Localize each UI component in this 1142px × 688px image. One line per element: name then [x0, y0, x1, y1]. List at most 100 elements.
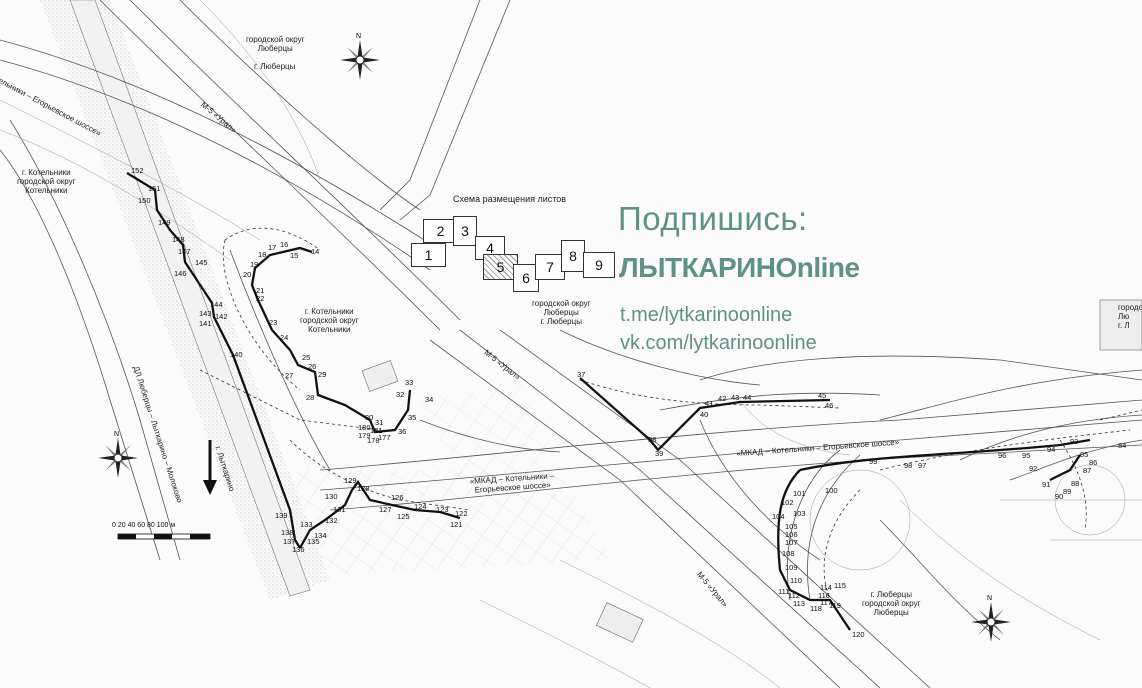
- point-label: 24: [280, 333, 289, 342]
- point-label: 123: [436, 505, 449, 514]
- point-label: 46: [825, 401, 834, 410]
- point-label: 122: [455, 509, 468, 518]
- buildings: [361, 299, 1142, 643]
- sheet-cell: 9: [583, 252, 615, 278]
- point-label: 22: [256, 294, 265, 303]
- point-label: 17: [268, 243, 277, 252]
- point-label: 34: [425, 395, 434, 404]
- point-label: 126: [391, 493, 404, 502]
- point-label: 44: [743, 393, 752, 402]
- point-label: 117: [820, 598, 832, 607]
- sheet-scheme-title: Схема размещения листов: [453, 194, 567, 204]
- point-label: 35: [408, 413, 417, 422]
- point-label: 136: [292, 545, 305, 554]
- compass-rose-icon: N: [340, 33, 380, 80]
- sheet-cell: 7: [535, 254, 565, 280]
- point-label: 151: [148, 184, 161, 193]
- point-label: 127: [379, 505, 392, 514]
- point-label: 134: [314, 531, 327, 540]
- point-label: 92: [1029, 464, 1038, 473]
- point-label: 95: [1022, 451, 1031, 460]
- point-label: 105: [785, 522, 798, 531]
- point-label: 143: [199, 309, 212, 318]
- point-label: 119: [829, 601, 841, 610]
- point-label: 106: [785, 530, 798, 539]
- point-label: 107: [785, 538, 798, 547]
- sheet-cell: 3: [453, 216, 477, 246]
- point-label: 111: [778, 587, 790, 596]
- point-label: 180: [358, 423, 371, 432]
- point-label: 138: [281, 528, 294, 537]
- point-label: 148: [172, 235, 185, 244]
- point-label: 100: [825, 486, 838, 495]
- point-label: 38: [648, 435, 657, 444]
- svg-text:N: N: [356, 33, 361, 40]
- point-label: 128: [357, 484, 370, 493]
- point-label: 43: [731, 393, 740, 402]
- point-label: 87: [1083, 466, 1092, 475]
- point-label: 18: [258, 250, 267, 259]
- point-label: 118: [810, 604, 822, 613]
- compass-rose-icon: N: [98, 431, 138, 478]
- point-label: 32: [396, 390, 405, 399]
- area-label-top-city: г. Люберцы: [254, 62, 296, 71]
- point-label: 97: [918, 461, 927, 470]
- point-label: 152: [131, 166, 144, 175]
- point-label: 99: [869, 457, 878, 466]
- point-label: 28: [306, 393, 315, 402]
- point-label: 150: [138, 196, 151, 205]
- point-label: 30: [365, 413, 374, 422]
- point-label: 91: [1042, 480, 1051, 489]
- point-label: 132: [325, 516, 338, 525]
- point-label: 142: [215, 312, 228, 321]
- point-label: 86: [1089, 458, 1098, 467]
- point-label: 90: [1055, 492, 1064, 501]
- sheet-cell: 1: [411, 243, 446, 267]
- point-label: 179: [358, 431, 371, 440]
- point-label: 89: [1063, 487, 1072, 496]
- point-label: 21: [256, 286, 265, 295]
- sheet-cell: 6: [513, 264, 539, 292]
- compass-rose-icon: N: [971, 595, 1011, 642]
- point-label: 145: [195, 258, 208, 267]
- point-label: 94: [1047, 445, 1056, 454]
- point-label: 33: [405, 378, 414, 387]
- point-label: 116: [818, 591, 830, 600]
- promo-brand-logo: ЛЫТКАРИНОnline: [619, 252, 860, 283]
- point-label: 147: [178, 247, 191, 256]
- point-label: 135: [307, 537, 320, 546]
- point-label: 103: [793, 509, 806, 518]
- area-label-far-right: городскойЛюг. Л: [1118, 303, 1142, 331]
- telegram-link[interactable]: t.me/lytkarinoonline: [620, 304, 793, 326]
- point-label: 114: [820, 583, 832, 592]
- point-label: 98: [904, 461, 913, 470]
- point-label: 19: [250, 260, 259, 269]
- svg-text:N: N: [987, 595, 992, 602]
- point-label: 121: [450, 520, 463, 529]
- point-label: 41: [705, 399, 714, 408]
- point-label: 178: [367, 436, 380, 445]
- vk-link[interactable]: vk.com/lytkarinoonline: [620, 332, 817, 354]
- point-label: 101: [793, 489, 806, 498]
- svg-text:N: N: [114, 431, 119, 438]
- point-label: 104: [772, 512, 785, 521]
- point-label: 16: [280, 240, 289, 249]
- point-label: 27: [285, 371, 294, 380]
- direction-arrow: [203, 440, 217, 495]
- boundary-lines: [126, 172, 1091, 631]
- point-label: 137: [283, 537, 296, 546]
- point-label: 140: [230, 350, 243, 359]
- sheet-cell: 2: [423, 219, 458, 243]
- scale-label: 0 20 40 60 80 100 м: [112, 522, 176, 529]
- point-label: 133: [300, 520, 313, 529]
- point-label: 108: [782, 549, 795, 558]
- point-label: 120: [852, 630, 865, 639]
- fence-lines: [199, 227, 1142, 601]
- point-label: 129: [344, 476, 357, 485]
- point-label: 177: [378, 433, 391, 442]
- point-label: 131: [333, 505, 346, 514]
